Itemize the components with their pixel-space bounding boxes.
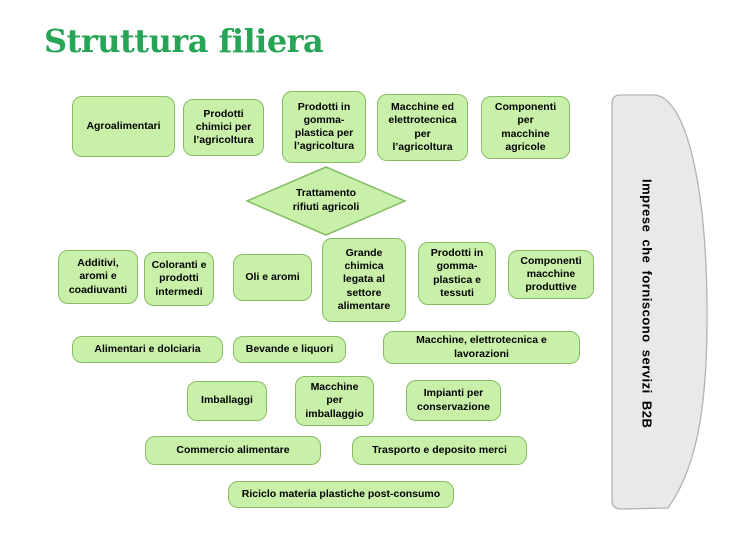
box-impianti-conservazione: Impianti per conservazione	[406, 380, 501, 421]
box-componenti-macchine-agricole: Componenti per macchine agricole	[481, 96, 570, 159]
page-title: Struttura filiera	[44, 22, 324, 60]
box-gomma-plastica-tessuti: Prodotti in gomma-plastica e tessuti	[418, 242, 496, 305]
box-gomma-plastica-agricoltura: Prodotti in gomma-plastica per l’agricol…	[282, 91, 366, 163]
box-oli-e-aromi: Oli e aromi	[233, 254, 312, 301]
box-bevande-liquori: Bevande e liquori	[233, 336, 346, 363]
box-additivi-aromi: Additivi, aromi e coadiuvanti	[58, 250, 138, 304]
b2b-services-shape	[611, 94, 708, 510]
box-alimentari-dolciaria: Alimentari e dolciaria	[72, 336, 223, 363]
box-imballaggi: Imballaggi	[187, 381, 267, 421]
box-prodotti-chimici-agricoltura: Prodotti chimici per l’agricoltura	[183, 99, 264, 156]
treatment-diamond-shape	[246, 166, 406, 236]
box-trasporto-deposito-merci: Trasporto e deposito merci	[352, 436, 527, 465]
box-macchine-per-imballaggio: Macchine per imballaggio	[295, 376, 374, 426]
box-agroalimentari: Agroalimentari	[72, 96, 175, 157]
box-componenti-macchine-produttive: Componenti macchine produttive	[508, 250, 594, 299]
box-riciclo-plastiche: Riciclo materia plastiche post-consumo	[228, 481, 454, 508]
b2b-services-label: Imprese che forniscono servizi B2B	[639, 179, 655, 429]
box-commercio-alimentare: Commercio alimentare	[145, 436, 321, 465]
box-grande-chimica: Grande chimica legata al settore aliment…	[322, 238, 406, 322]
box-macchine-elettrotecnica-lavorazioni: Macchine, elettrotecnica e lavorazioni	[383, 331, 580, 364]
box-coloranti-prodotti-intermedi: Coloranti e prodotti intermedi	[144, 252, 214, 306]
box-macchine-elettrotecnica-agricoltura: Macchine ed elettrotecnica per l’agricol…	[377, 94, 468, 161]
diamond-label: Trattamento rifiuti agricoli	[292, 186, 360, 213]
